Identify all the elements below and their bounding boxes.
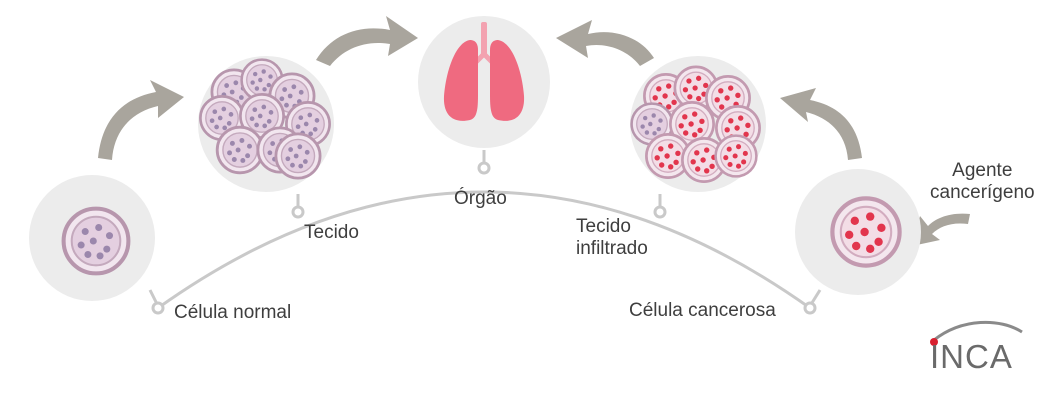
- label-infiltrated-tissue: Tecido infiltrado: [576, 216, 648, 260]
- infiltrated-tissue-stage: [630, 56, 766, 192]
- agent-arrow-icon: [912, 213, 970, 246]
- arc-connectors: [148, 150, 822, 315]
- progression-arc: [157, 190, 811, 310]
- label-infiltrated-line1: Tecido: [576, 216, 631, 237]
- organ-stage: [418, 16, 550, 148]
- label-tissue: Tecido: [304, 222, 359, 243]
- label-agent-line2: cancerígeno: [930, 182, 1035, 203]
- arrow-icon: [556, 20, 654, 66]
- label-agent-line1: Agente: [952, 160, 1013, 181]
- lungs-icon: [443, 22, 525, 121]
- label-normal-cell: Célula normal: [174, 302, 292, 323]
- normal-cell-stage: [29, 175, 155, 301]
- label-carcinogenic-agent: Agente cancerígeno: [930, 160, 1035, 204]
- label-cancer-cell: Célula cancerosa: [629, 300, 776, 321]
- cancer-cell-stage: [795, 169, 921, 295]
- label-infiltrated-line2: infiltrado: [576, 238, 648, 259]
- arrow-icon: [780, 88, 862, 160]
- arrow-icon: [316, 16, 418, 66]
- tissue-stage: [198, 56, 334, 192]
- arrow-icon: [98, 80, 184, 160]
- inca-logo-icon: [930, 320, 1023, 346]
- logo-text: INCA: [930, 338, 1013, 375]
- inca-logo: INCA: [926, 330, 1026, 375]
- label-organ: Órgão: [454, 188, 507, 209]
